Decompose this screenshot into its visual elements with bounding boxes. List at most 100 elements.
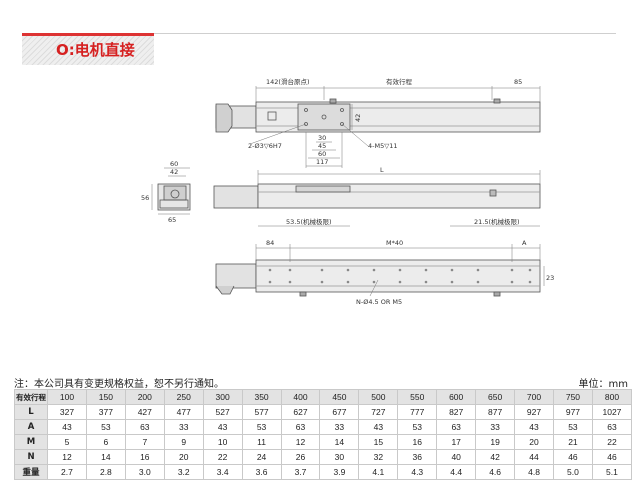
table-cell: 577: [241, 404, 282, 420]
dim-stroke: 有效行程: [386, 77, 413, 86]
row-label: 有效行程: [14, 389, 48, 405]
unit-label: 单位：mm: [578, 379, 628, 390]
dim-2-3: 2-Ø3▽6H7: [248, 142, 282, 150]
table-cell: 927: [514, 404, 554, 420]
table-cell: 53: [241, 419, 282, 435]
section-title-box: O:电机直接: [22, 33, 154, 65]
table-cell: 327: [47, 404, 87, 420]
table-cell: 4.1: [358, 464, 399, 480]
table-cell: 377: [85, 404, 126, 420]
dim-end-56: 56: [141, 194, 149, 202]
table-cell: 46: [552, 449, 593, 465]
row-label: 重量: [14, 464, 48, 480]
table-cell: 14: [85, 449, 126, 465]
carriage: [297, 103, 351, 131]
table-cell: 5.1: [591, 464, 633, 480]
table-cell: 877: [475, 404, 516, 420]
row-label: N: [14, 449, 48, 465]
table-cell: 33: [319, 419, 360, 435]
table-cell: 63: [436, 419, 477, 435]
table-cell: 300: [202, 389, 243, 405]
table-cell: 977: [552, 404, 593, 420]
table-cell: 627: [280, 404, 321, 420]
table-cell: 450: [319, 389, 360, 405]
top-view: [215, 86, 541, 168]
table-cell: 26: [280, 449, 321, 465]
dim-23: 23: [546, 274, 554, 282]
table-cell: 63: [591, 419, 633, 435]
table-cell: 7: [124, 434, 165, 450]
table-cell: 1027: [591, 404, 633, 420]
dim-A: A: [522, 239, 527, 247]
table-cell: 350: [241, 389, 282, 405]
dim-117: 117: [316, 158, 328, 166]
table-cell: 43: [514, 419, 554, 435]
table-cell: 42: [475, 449, 516, 465]
table-cell: 10: [202, 434, 243, 450]
side-view: [213, 170, 541, 227]
table-cell: 20: [163, 449, 204, 465]
table-cell: 36: [397, 449, 438, 465]
table-cell: 40: [436, 449, 477, 465]
dim-end-65: 65: [168, 216, 176, 224]
dim-142: 142(滑台原点): [266, 77, 309, 86]
table-cell: 4.3: [397, 464, 438, 480]
table-cell: 63: [124, 419, 165, 435]
table-cell: 427: [124, 404, 165, 420]
table-cell: 500: [358, 389, 399, 405]
table-cell: 9: [163, 434, 204, 450]
table-cell: 53: [85, 419, 126, 435]
dim-holes: N-Ø4.5 OR M5: [356, 298, 402, 306]
mounting-holes: [268, 268, 532, 284]
dim-4m5: 4-M5▽11: [368, 142, 398, 150]
table-cell: 11: [241, 434, 282, 450]
table-cell: 17: [436, 434, 477, 450]
table-cell: 700: [514, 389, 554, 405]
table-cell: 200: [124, 389, 165, 405]
table-cell: 150: [85, 389, 126, 405]
dim-45: 45: [318, 142, 326, 150]
table-cell: 15: [358, 434, 399, 450]
table-cell: 727: [358, 404, 399, 420]
dim-M40: M*40: [386, 239, 403, 247]
table-cell: 33: [475, 419, 516, 435]
section-title: O:电机直接: [56, 41, 135, 59]
table-cell: 6: [85, 434, 126, 450]
table-cell: 12: [47, 449, 87, 465]
technical-drawing: 142(滑台原点) 有效行程 85 42 2-Ø3▽6H7 4-M5▽11 30…: [141, 77, 554, 306]
table-cell: 777: [397, 404, 438, 420]
table-cell: 2.7: [47, 464, 87, 480]
dim-53-5: 53.5(机械极限): [286, 217, 332, 226]
row-label: M: [14, 434, 48, 450]
table-cell: 4.8: [514, 464, 554, 480]
table-cell: 32: [358, 449, 399, 465]
table-cell: 527: [202, 404, 243, 420]
table-cell: 24: [241, 449, 282, 465]
dim-84: 84: [266, 239, 274, 247]
table-cell: 19: [475, 434, 516, 450]
table-cell: 4.4: [436, 464, 477, 480]
bottom-view: [215, 244, 545, 297]
table-cell: 550: [397, 389, 438, 405]
table-cell: 16: [397, 434, 438, 450]
table-cell: 3.2: [163, 464, 204, 480]
table-cell: 800: [591, 389, 633, 405]
end-view: [151, 167, 191, 215]
table-cell: 3.9: [319, 464, 360, 480]
table-cell: 44: [514, 449, 554, 465]
table-cell: 22: [591, 434, 633, 450]
row-label: A: [14, 419, 48, 435]
table-cell: 30: [319, 449, 360, 465]
table-cell: 53: [397, 419, 438, 435]
table-cell: 3.0: [124, 464, 165, 480]
table-cell: 2.8: [85, 464, 126, 480]
table-cell: 12: [280, 434, 321, 450]
table-cell: 600: [436, 389, 477, 405]
table-cell: 43: [202, 419, 243, 435]
row-label: L: [14, 404, 48, 420]
spec-note: 注：本公司具有变更规格权益，恕不另行通知。: [14, 379, 224, 390]
